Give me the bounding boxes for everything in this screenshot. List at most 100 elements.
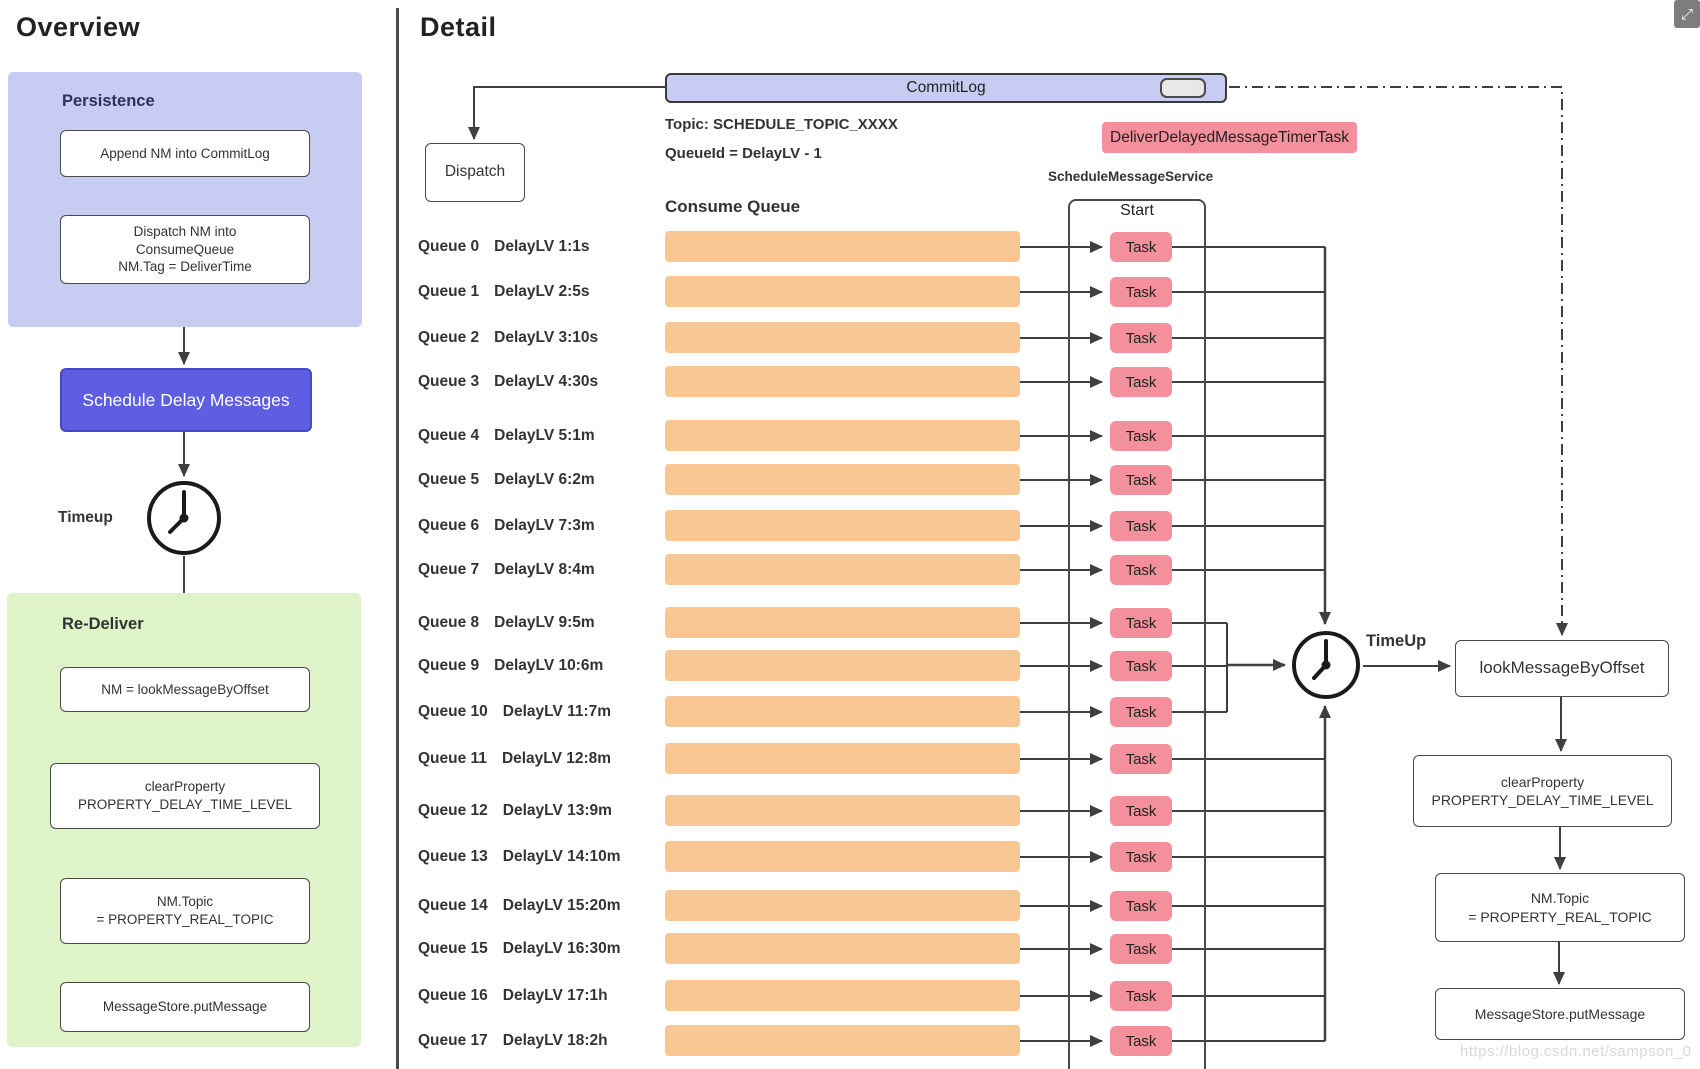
queue-name: Queue 2 (418, 329, 480, 346)
task-box: Task (1110, 1026, 1172, 1056)
queue-name: Queue 13 (418, 848, 488, 865)
queue-name: Queue 12 (418, 802, 488, 819)
overview-title: Overview (16, 12, 141, 42)
queue-name: Queue 7 (418, 561, 480, 578)
clear-property-box-right: clearProperty PROPERTY_DELAY_TIME_LEVEL (1413, 755, 1672, 827)
queue-name: Queue 4 (418, 427, 480, 444)
nm-topic-box-right: NM.Topic = PROPERTY_REAL_TOPIC (1435, 873, 1685, 942)
persistence-group (8, 72, 362, 327)
service-label: ScheduleMessageService (1048, 169, 1214, 184)
detail-title: Detail (420, 12, 497, 42)
queue-delay-level: DelayLV 1:1s (494, 238, 590, 255)
nm-topic-box: NM.Topic = PROPERTY_REAL_TOPIC (60, 878, 310, 944)
timeup-label-detail: TimeUp (1366, 632, 1427, 650)
queue-delay-level: DelayLV 17:1h (502, 987, 608, 1004)
task-box: Task (1110, 277, 1172, 307)
consume-queue-bar (665, 366, 1020, 397)
start-label: Start (1120, 202, 1154, 219)
queue-label: Queue 7 DelayLV 8:4m (418, 559, 595, 581)
queue-label: Queue 12 DelayLV 13:9m (418, 800, 612, 822)
queue-delay-level: DelayLV 6:2m (494, 471, 595, 488)
queue-delay-level: DelayLV 9:5m (494, 614, 595, 631)
queue-label: Queue 11 DelayLV 12:8m (418, 748, 611, 770)
queue-delay-level: DelayLV 14:10m (502, 848, 621, 865)
task-box: Task (1110, 323, 1172, 353)
consume-queue-bar (665, 420, 1020, 451)
look-message-by-offset-box: lookMessageByOffset (1455, 640, 1669, 697)
queue-delay-level: DelayLV 16:30m (502, 940, 621, 957)
put-message-box-right: MessageStore.putMessage (1435, 988, 1685, 1040)
dispatch-box: Dispatch (425, 143, 525, 202)
queue-name: Queue 11 (418, 750, 487, 767)
queue-delay-level: DelayLV 7:3m (494, 517, 595, 534)
task-box: Task (1110, 842, 1172, 872)
queue-label: Queue 17 DelayLV 18:2h (418, 1030, 608, 1052)
panel-divider (396, 8, 399, 1069)
task-box: Task (1110, 555, 1172, 585)
dispatch-consumequeue-box: Dispatch NM into ConsumeQueue NM.Tag = D… (60, 215, 310, 284)
queue-delay-level: DelayLV 2:5s (494, 283, 590, 300)
consume-queue-bar (665, 510, 1020, 541)
queue-delay-level: DelayLV 18:2h (502, 1032, 608, 1049)
task-box: Task (1110, 232, 1172, 262)
task-box: Task (1110, 608, 1172, 638)
queue-label: Queue 16 DelayLV 17:1h (418, 985, 608, 1007)
task-box: Task (1110, 934, 1172, 964)
consume-queue-bar (665, 231, 1020, 262)
start-container (1068, 199, 1206, 1069)
expand-icon[interactable]: ⤢ (1674, 0, 1700, 28)
timeup-label-overview: Timeup (58, 509, 113, 526)
consume-queue-bar (665, 890, 1020, 921)
queue-name: Queue 17 (418, 1032, 488, 1049)
clock-icon-detail (1292, 631, 1360, 699)
consume-queue-bar (665, 554, 1020, 585)
queue-name: Queue 6 (418, 517, 480, 534)
task-box: Task (1110, 744, 1172, 774)
queue-delay-level: DelayLV 11:7m (502, 703, 612, 720)
queue-label: Queue 6 DelayLV 7:3m (418, 515, 595, 537)
queue-label: Queue 9 DelayLV 10:6m (418, 655, 603, 677)
queue-name: Queue 16 (418, 987, 488, 1004)
queue-name: Queue 1 (418, 283, 480, 300)
consume-queue-bar (665, 322, 1020, 353)
clear-property-box: clearProperty PROPERTY_DELAY_TIME_LEVEL (50, 763, 320, 829)
consume-queue-bar (665, 696, 1020, 727)
task-box: Task (1110, 796, 1172, 826)
queue-label: Queue 1 DelayLV 2:5s (418, 281, 590, 303)
queue-delay-level: DelayLV 12:8m (501, 750, 612, 767)
timer-dashdot-line (1206, 86, 1568, 636)
queueid-line: QueueId = DelayLV - 1 (665, 145, 822, 162)
consume-queue-bar (665, 795, 1020, 826)
task-box: Task (1110, 421, 1172, 451)
queue-name: Queue 14 (418, 897, 488, 914)
queue-delay-level: DelayLV 13:9m (502, 802, 612, 819)
queue-delay-level: DelayLV 8:4m (494, 561, 595, 578)
task-box: Task (1110, 651, 1172, 681)
task-box: Task (1110, 465, 1172, 495)
consume-queue-bar (665, 464, 1020, 495)
commitlog-label: CommitLog (906, 79, 986, 96)
queue-label: Queue 15 DelayLV 16:30m (418, 938, 621, 960)
redeliver-label: Re-Deliver (62, 615, 144, 633)
task-box: Task (1110, 697, 1172, 727)
task-box: Task (1110, 981, 1172, 1011)
look-message-box: NM = lookMessageByOffset (60, 667, 310, 712)
expand-icon-glyph: ⤢ (1680, 5, 1693, 23)
queue-name: Queue 15 (418, 940, 488, 957)
consume-queue-bar (665, 743, 1020, 774)
queue-delay-level: DelayLV 3:10s (494, 329, 599, 346)
topic-line: Topic: SCHEDULE_TOPIC_XXXX (665, 116, 898, 133)
commitlog-bar: CommitLog (665, 73, 1227, 103)
put-message-box: MessageStore.putMessage (60, 982, 310, 1032)
queue-delay-level: DelayLV 10:6m (494, 657, 604, 674)
append-commitlog-box: Append NM into CommitLog (60, 130, 310, 177)
commitlog-slot (1160, 78, 1206, 98)
queue-name: Queue 9 (418, 657, 480, 674)
